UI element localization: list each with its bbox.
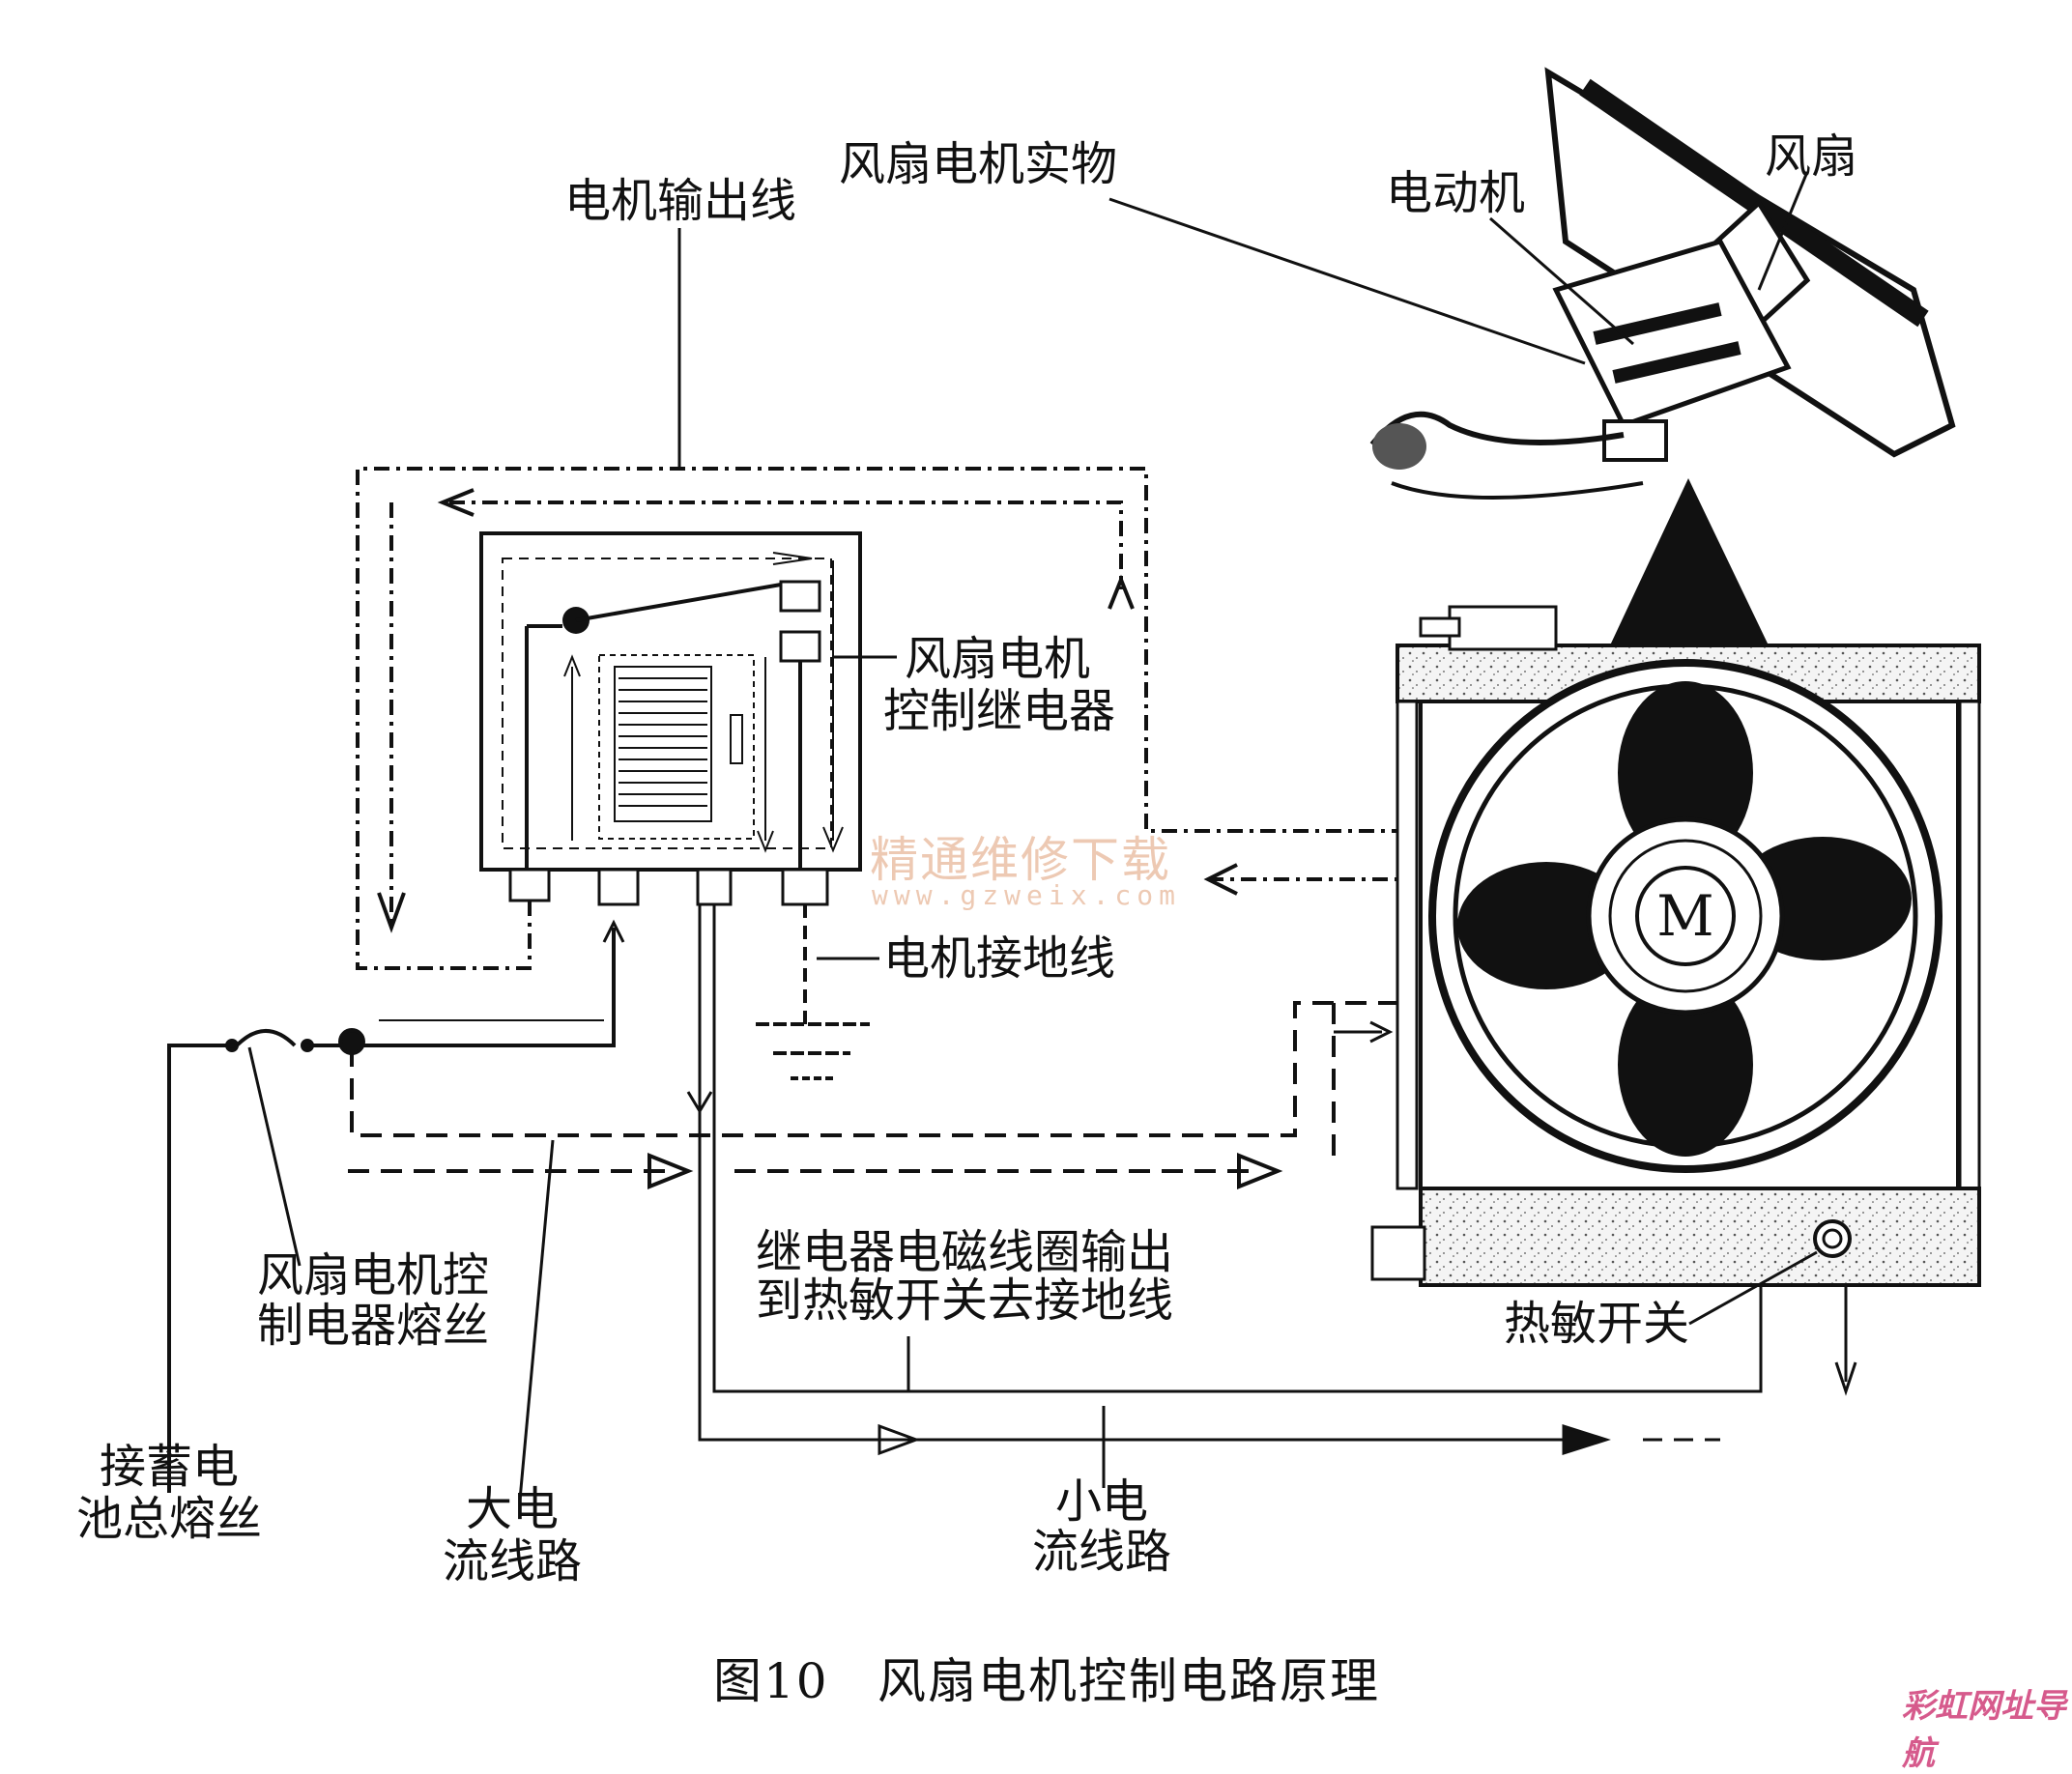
- label-high-current-line2: 流线路: [442, 1534, 582, 1588]
- label-high-current-line1: 大电: [465, 1482, 559, 1536]
- motor-ground: [756, 904, 870, 1080]
- motor-output-loop: [356, 467, 1399, 970]
- label-fan-motor-real: 风扇电机实物: [839, 137, 1118, 191]
- label-fuse-line1: 风扇电机控: [257, 1248, 490, 1302]
- pointer-triangle: [1610, 478, 1769, 645]
- label-fan: 风扇: [1765, 129, 1858, 184]
- label-low-current-line1: 小电: [1054, 1474, 1148, 1529]
- watermark-url: www.gzweix.com: [872, 879, 1182, 911]
- label-thermal-switch: 热敏开关: [1504, 1297, 1690, 1351]
- label-battery-fuse-line2: 池总熔丝: [75, 1492, 262, 1546]
- label-coil-output-line1: 继电器电磁线圈输出: [756, 1225, 1174, 1279]
- watermark-cn: 精通维修下载: [870, 832, 1171, 888]
- label-coil-output-line2: 到热敏开关去接地线: [756, 1273, 1174, 1328]
- label-relay-line1: 风扇电机: [905, 632, 1091, 686]
- motor-m-symbol: M: [1656, 883, 1713, 949]
- power-wiring: [167, 919, 1399, 1493]
- label-battery-fuse-line1: 接蓄电: [99, 1440, 239, 1494]
- caption-title: 风扇电机控制电路原理: [878, 1653, 1380, 1709]
- high-current-arrows: [348, 1153, 1283, 1189]
- label-fuse-line2: 制电器熔丝: [257, 1299, 490, 1353]
- fan-motor-picture: [1369, 67, 1956, 500]
- leader-lines: [247, 171, 1818, 1501]
- watermark-corner: 彩虹网址导航: [1902, 1687, 2066, 1773]
- label-electric-motor: 电动机: [1386, 166, 1526, 220]
- label-low-current-line2: 流线路: [1031, 1525, 1171, 1579]
- label-relay-line2: 控制继电器: [883, 684, 1116, 738]
- caption-number: 图10: [713, 1653, 829, 1709]
- label-motor-output-wire: 电机输出线: [564, 174, 797, 228]
- label-motor-ground: 电机接地线: [883, 931, 1116, 986]
- circuit-diagram: M: [167, 67, 1981, 1501]
- fan-shroud: M: [1428, 659, 1942, 1173]
- relay-box: [479, 531, 862, 906]
